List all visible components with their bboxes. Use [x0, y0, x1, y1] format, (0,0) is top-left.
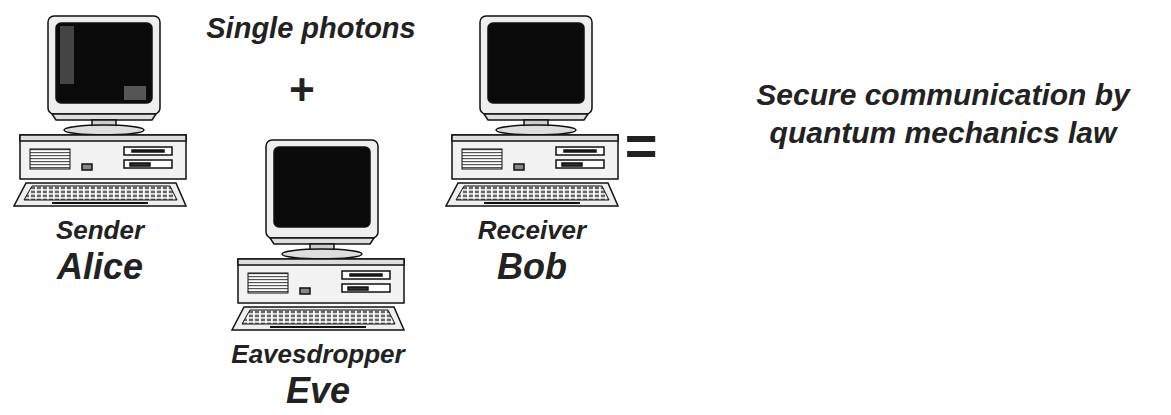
computer-node: SenderAlice [8, 14, 192, 287]
role-label: Sender [56, 216, 144, 245]
person-name: Alice [57, 247, 143, 287]
role-label: Receiver [478, 216, 586, 245]
computer-icon [230, 138, 406, 334]
computer-icon [12, 14, 188, 210]
person-name: Bob [497, 247, 567, 287]
computer-node: EavesdropperEve [218, 138, 418, 411]
person-name: Eve [286, 371, 350, 411]
equals-sign: = [612, 118, 668, 174]
role-label: Eavesdropper [231, 340, 404, 369]
computer-icon [444, 14, 620, 210]
computer-node: ReceiverBob [440, 14, 624, 287]
result-statement: Secure communication by quantum mechanic… [728, 76, 1158, 151]
plus-sign: + [276, 68, 326, 112]
photon-label: Single photons [180, 10, 442, 46]
